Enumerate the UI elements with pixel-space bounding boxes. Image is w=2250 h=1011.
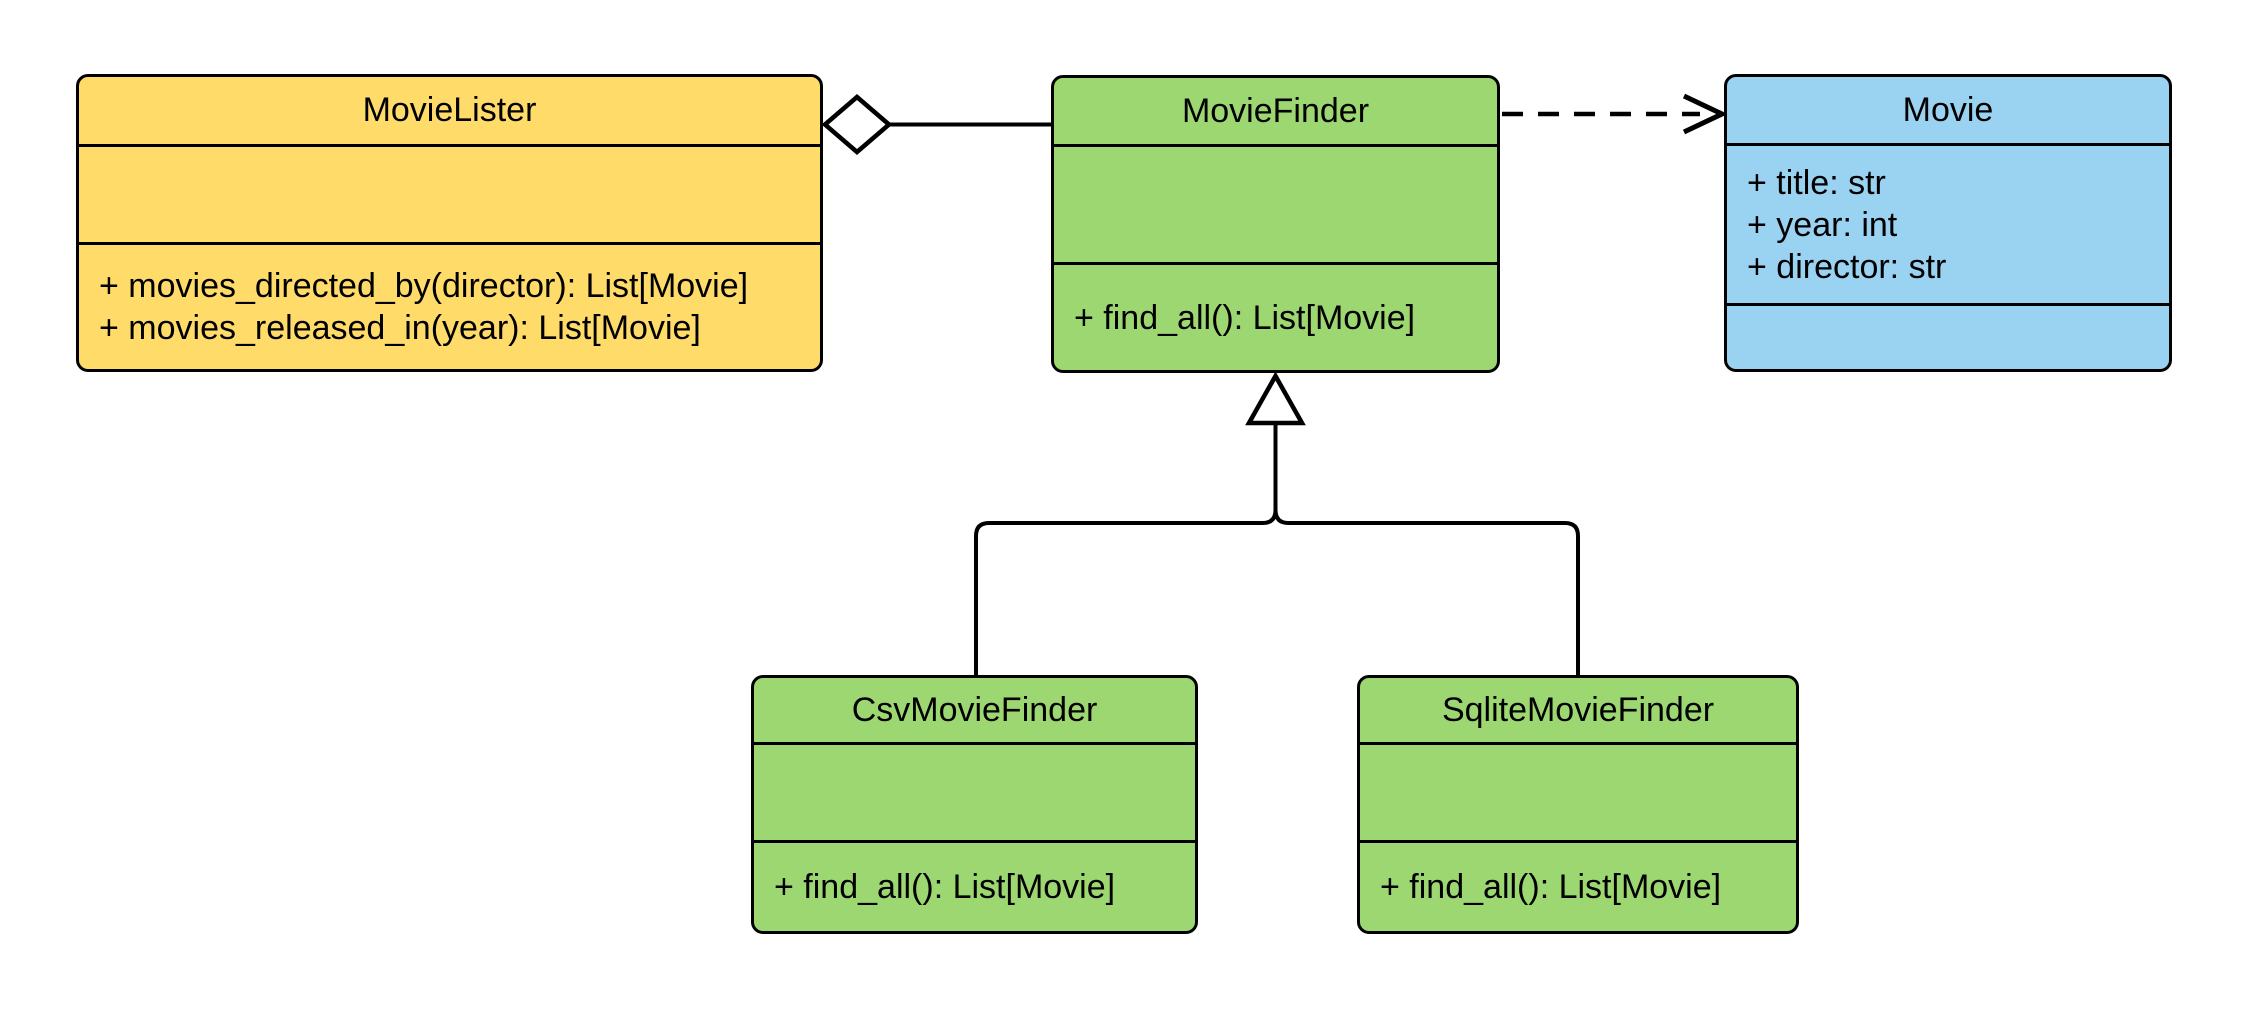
methods-compartment: + find_all(): List[Movie] <box>1054 262 1497 370</box>
method-line: + movies_released_in(year): List[Movie] <box>99 309 701 347</box>
class-title: SqliteMovieFinder <box>1360 678 1796 745</box>
methods-compartment <box>1727 303 2169 369</box>
methods-compartment: + movies_directed_by(director): List[Mov… <box>79 242 820 369</box>
class-movie: Movie + title: str + year: int + directo… <box>1724 74 2172 372</box>
class-title: CsvMovieFinder <box>754 678 1195 745</box>
class-title: MovieFinder <box>1054 78 1497 147</box>
attributes-compartment: + title: str + year: int + director: str <box>1727 146 2169 303</box>
generalization-line-csv <box>974 420 1278 678</box>
attributes-compartment <box>79 147 820 242</box>
method-line: + find_all(): List[Movie] <box>1074 298 1416 337</box>
method-line: + find_all(): List[Movie] <box>774 868 1116 906</box>
class-title: Movie <box>1727 77 2169 146</box>
attributes-compartment <box>754 745 1195 840</box>
class-csvmoviefinder: CsvMovieFinder + find_all(): List[Movie] <box>751 675 1198 934</box>
attribute-line: + title: str <box>1747 163 1886 202</box>
aggregation-diamond-marker <box>821 94 893 155</box>
attribute-line: + director: str <box>1747 247 1947 286</box>
attribute-line: + year: int <box>1747 205 1898 244</box>
dependency-open-arrow-marker <box>1682 93 1728 135</box>
dependency-connector <box>1502 93 1728 135</box>
method-line: + find_all(): List[Movie] <box>1380 868 1722 906</box>
generalization-connector <box>974 371 1580 678</box>
class-moviefinder: MovieFinder + find_all(): List[Movie] <box>1051 75 1500 373</box>
generalization-line-sqlite <box>1273 420 1580 678</box>
attributes-compartment <box>1054 147 1497 262</box>
methods-compartment: + find_all(): List[Movie] <box>754 840 1195 931</box>
class-movielister: MovieLister + movies_directed_by(directo… <box>76 74 823 372</box>
class-sqlitemoviefinder: SqliteMovieFinder + find_all(): List[Mov… <box>1357 675 1799 934</box>
generalization-triangle-marker <box>1245 371 1306 426</box>
aggregation-connector <box>821 94 1053 155</box>
attributes-compartment <box>1360 745 1796 840</box>
method-line: + movies_directed_by(director): List[Mov… <box>99 267 749 305</box>
class-title: MovieLister <box>79 77 820 147</box>
methods-compartment: + find_all(): List[Movie] <box>1360 840 1796 931</box>
